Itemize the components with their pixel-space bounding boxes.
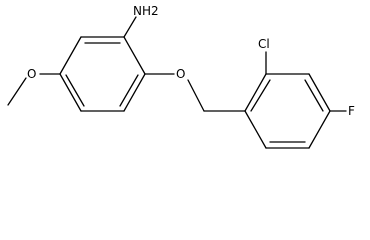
ring-b-bond (308, 73, 331, 112)
structure-canvas: NH2 O O Cl F (7, 4, 355, 149)
right-benzene-ring (244, 73, 331, 149)
ring-a-bond (123, 36, 146, 75)
ring-b-double-bond (250, 79, 271, 112)
ring-b-bond (244, 73, 267, 112)
left-benzene-ring (59, 36, 146, 112)
ring-a-double-bond (119, 74, 139, 107)
amine-label: NH2 (133, 4, 159, 18)
ring-a-bond (59, 73, 82, 112)
ring-a-bond (59, 36, 82, 75)
ring-b-bond (244, 110, 267, 149)
ring-a-double-bond (65, 74, 85, 107)
chemical-structure-diagram: NH2 O O Cl F (7, 4, 355, 149)
methoxy-oxygen-label: O (27, 67, 36, 81)
ring-b-bond (308, 110, 331, 149)
ring-a-bond (123, 73, 146, 112)
ether-oxygen-label: O (176, 67, 185, 81)
fluorine-label: F (348, 104, 355, 118)
methoxy-methyl-bond (7, 77, 27, 106)
ether-bond-right (187, 79, 205, 112)
ring-b-double-bond (304, 79, 324, 112)
chlorine-label: Cl (258, 37, 270, 51)
amine-bond (123, 16, 137, 38)
